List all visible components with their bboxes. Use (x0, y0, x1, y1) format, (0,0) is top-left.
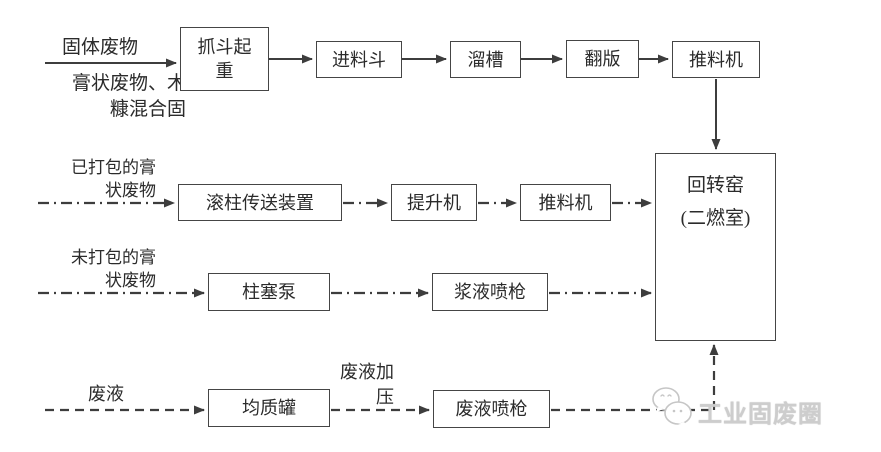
node-pusher-top: 推料机 (672, 41, 760, 78)
node-elevator: 提升机 (391, 184, 477, 221)
watermark-text: 工业固废圈 (698, 400, 823, 428)
watermark: 工业固废圈 (648, 386, 823, 430)
node-chute: 溜槽 (450, 41, 521, 78)
node-homogenizing-tank: 均质罐 (208, 389, 330, 427)
node-pusher-mid: 推料机 (520, 184, 611, 221)
label-paste-wood-mixture: 膏状废物、木 糠混合固 (71, 73, 186, 120)
node-rotary-kiln: 回转窑 (二燃室) (655, 153, 776, 341)
wechat-bubbles-icon (652, 387, 692, 427)
label-packed-paste-waste: 已打包的膏 状废物 (71, 158, 156, 200)
node-waste-liquid-spray-gun: 废液喷枪 (433, 390, 550, 428)
node-plunger-pump: 柱塞泵 (208, 273, 330, 311)
label-liquid-pressurization: 废液加 压 (340, 362, 394, 407)
node-grab-crane: 抓斗起 重 (180, 27, 269, 91)
label-waste-liquid: 废液 (88, 384, 124, 404)
node-slurry-spray-gun: 浆液喷枪 (432, 273, 548, 311)
node-flip-plate: 翻版 (566, 40, 639, 78)
node-feed-hopper: 进料斗 (316, 41, 402, 78)
node-roller-conveyor: 滚柱传送装置 (178, 184, 342, 221)
label-unpacked-paste-waste: 未打包的膏 状废物 (71, 248, 156, 290)
label-solid-waste: 固体废物 (62, 37, 139, 58)
